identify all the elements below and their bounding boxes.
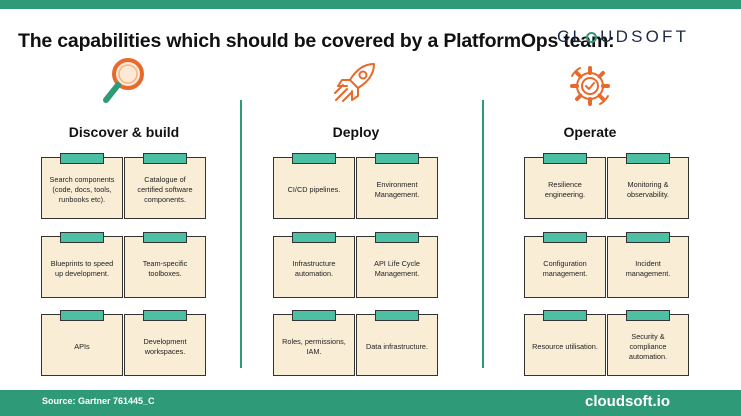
card-tab (60, 153, 104, 164)
page-title: The capabilities which should be covered… (18, 30, 615, 52)
capability-card: CI/CD pipelines. (273, 153, 355, 219)
capability-card: Infrastructure automation. (273, 232, 355, 298)
card-label: Security & compliance automation. (628, 332, 668, 361)
gear-check-icon (570, 66, 610, 106)
top-accent-bar (0, 0, 741, 9)
card-tab (543, 153, 587, 164)
logo-o-ring (586, 32, 598, 43)
brand-logo-part-1: CL (557, 27, 586, 46)
card-label: Incident management. (625, 259, 671, 278)
column-divider (240, 100, 242, 368)
capability-card: Monitoring & observability. (607, 153, 689, 219)
card-tab (143, 232, 187, 243)
card-label: Team-specific toolboxes. (142, 259, 188, 278)
capability-card: Development workspaces. (124, 310, 206, 376)
capability-card: APIs (41, 310, 123, 376)
card-tab (292, 310, 336, 321)
capability-card: Search components (code, docs, tools, ru… (41, 153, 123, 219)
card-tab (626, 153, 670, 164)
card-label: Resource utilisation. (532, 342, 598, 351)
card-label: API Life Cycle Management. (374, 259, 420, 278)
card-label: Blueprints to speed up development. (50, 259, 114, 278)
card-label: Roles, permissions, IAM. (282, 337, 346, 356)
card-label: Infrastructure automation. (292, 259, 336, 278)
card-tab (375, 153, 419, 164)
card-tab (292, 232, 336, 243)
source-note: Source: Gartner 761445_C (42, 396, 155, 406)
capability-card: Incident management. (607, 232, 689, 298)
card-tab (543, 232, 587, 243)
card-tab (60, 310, 104, 321)
rocket-icon (334, 63, 375, 102)
magnifier-icon (103, 58, 144, 103)
card-tab (375, 310, 419, 321)
capability-card: Data infrastructure. (356, 310, 438, 376)
card-label: Configuration management. (542, 259, 588, 278)
capability-card: Roles, permissions, IAM. (273, 310, 355, 376)
card-tab (543, 310, 587, 321)
card-label: Resilience engineering. (544, 180, 586, 199)
column-title-deploy: Deploy (332, 124, 380, 140)
capability-card: Catalogue of certified software componen… (124, 153, 206, 219)
capability-card: API Life Cycle Management. (356, 232, 438, 298)
website-link[interactable]: cloudsoft.io (585, 393, 670, 410)
capability-card: Configuration management. (524, 232, 606, 298)
brand-logo-part-2: UDSOFT (600, 27, 690, 46)
card-tab (375, 232, 419, 243)
card-label: Development workspaces. (143, 337, 187, 356)
capability-card: Security & compliance automation. (607, 310, 689, 376)
card-label: CI/CD pipelines. (287, 185, 341, 194)
card-label: APIs (74, 342, 90, 351)
capability-card: Environment Management. (356, 153, 438, 219)
capability-card: Blueprints to speed up development. (41, 232, 123, 298)
card-label: Monitoring & observability. (626, 180, 670, 199)
card-tab (292, 153, 336, 164)
column-divider (482, 100, 484, 368)
card-tab (626, 310, 670, 321)
card-label: Data infrastructure. (365, 342, 429, 351)
capability-card: Resilience engineering. (524, 153, 606, 219)
footer-bar (0, 390, 741, 416)
card-label: Catalogue of certified software componen… (137, 175, 193, 204)
column-title-operate: Operate (563, 124, 617, 140)
card-tab (143, 153, 187, 164)
brand-logo: CL UDSOFT (557, 27, 689, 47)
card-tab (143, 310, 187, 321)
column-title-discover: Discover & build (68, 124, 180, 140)
capability-card: Team-specific toolboxes. (124, 232, 206, 298)
capability-card: Resource utilisation. (524, 310, 606, 376)
card-label: Search components (code, docs, tools, ru… (49, 175, 115, 204)
card-tab (626, 232, 670, 243)
card-tab (60, 232, 104, 243)
card-label: Environment Management. (374, 180, 420, 199)
